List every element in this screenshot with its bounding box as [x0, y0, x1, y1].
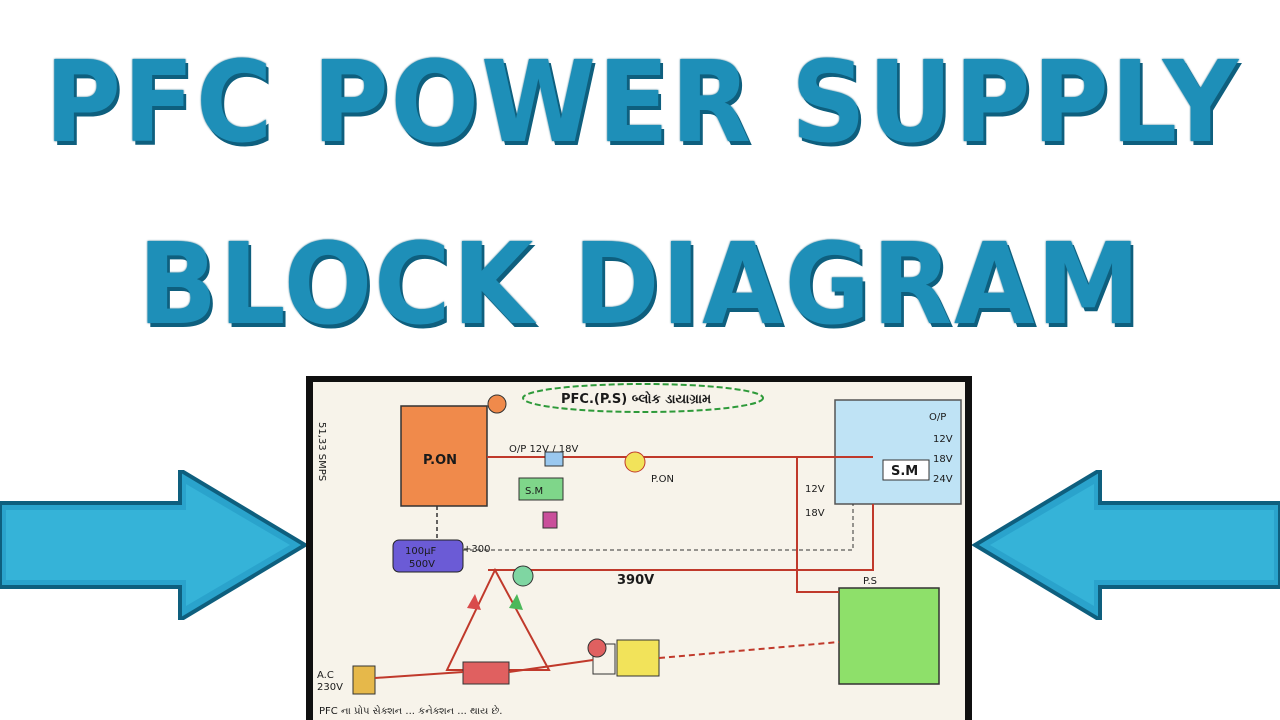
arrow-right-pointing-icon: [0, 470, 309, 620]
diagram-sheet: PFC.(P.S) બ્લોક ડાયાગ્રામ 51,33 SMPS P.O…: [313, 382, 965, 720]
ac-label-1: A.C: [317, 670, 334, 681]
pon-label: P.ON: [651, 474, 674, 485]
pfc-block: [838, 587, 940, 685]
standby-block: [400, 405, 488, 507]
output-block: [834, 399, 962, 505]
ac-input: [352, 665, 376, 695]
side-label-18v: 18V: [805, 508, 825, 519]
output-sm-label: S.M: [891, 464, 918, 479]
standby-label: P.ON: [423, 453, 457, 468]
sm-block: [518, 477, 564, 501]
pfc-block-label: P.S: [863, 576, 877, 587]
choke: [462, 661, 510, 685]
side-note: 51,33 SMPS: [316, 422, 327, 481]
output-row-3: 24V: [933, 474, 953, 485]
bulk-capacitor: [392, 539, 464, 573]
diagram-photo: PFC.(P.S) બ્લોક ડાયાગ્રામ 51,33 SMPS P.O…: [306, 376, 972, 720]
v300-label: +300: [463, 544, 490, 555]
cap-label-1: 100μF: [405, 546, 436, 557]
output-row-2: 18V: [933, 454, 953, 465]
ac-label-2: 230V: [317, 682, 343, 693]
sm-label: S.M: [525, 486, 543, 497]
title-line-2: BLOCK DIAGRAM: [138, 220, 1142, 350]
title-line-1: PFC POWER SUPPLY: [44, 38, 1241, 168]
op-label: O/P 12V / 18V: [509, 444, 578, 455]
mosfet-block: [616, 639, 660, 677]
side-label-12v: 12V: [805, 484, 825, 495]
output-row-1: 12V: [933, 434, 953, 445]
heading-bubble: [522, 383, 764, 413]
bridge-rectifier: [445, 567, 551, 671]
cap-label-2: 500V: [409, 559, 435, 570]
block-diagram: PFC.(P.S) બ્લોક ડાયાગ્રામ 51,33 SMPS P.O…: [316, 383, 962, 717]
bus-voltage-label: 390V: [617, 573, 654, 588]
diagram-heading: PFC.(P.S) બ્લોક ડાયાગ્રામ: [561, 390, 711, 407]
arrow-left-pointing-icon: [971, 470, 1280, 620]
footer-note: PFC ના પ્રોપ સેક્શન ... કનેક્શન ... થાય …: [319, 704, 502, 717]
output-row-0: O/P: [929, 412, 946, 423]
